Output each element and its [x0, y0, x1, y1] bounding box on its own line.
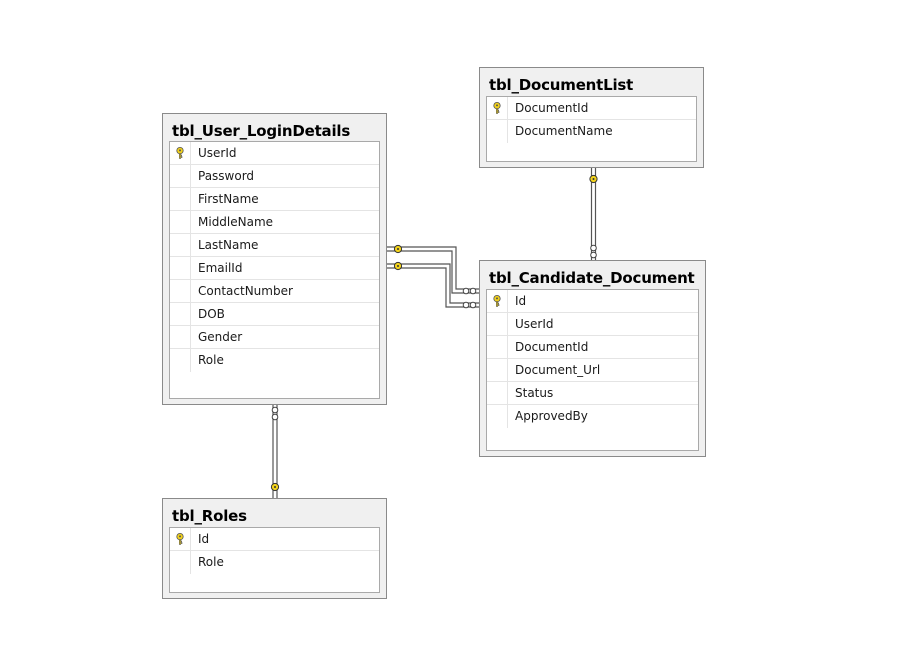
column-name: Gender: [198, 330, 243, 344]
row-selector: [170, 234, 191, 256]
row-selector: [170, 551, 191, 574]
primary-key-icon: [176, 147, 184, 159]
column-name: ContactNumber: [198, 284, 293, 298]
column-name: UserId: [515, 317, 554, 331]
column-name: EmailId: [198, 261, 243, 275]
row-selector: [487, 97, 508, 119]
column-name: Role: [198, 353, 224, 367]
column-name: DocumentId: [515, 340, 589, 354]
column-row[interactable]: DOB: [170, 303, 379, 326]
column-name: Status: [515, 386, 554, 400]
column-name: Id: [198, 532, 210, 546]
row-selector: [487, 405, 508, 428]
row-selector: [170, 188, 191, 210]
row-selector: [170, 349, 191, 372]
many-end-marker: [590, 244, 597, 252]
row-selector: [170, 280, 191, 302]
column-row[interactable]: DocumentName: [487, 120, 696, 143]
table-title: tbl_DocumentList: [489, 76, 634, 94]
many-end-marker: [462, 287, 470, 295]
primary-key-icon: [176, 533, 184, 545]
column-name: LastName: [198, 238, 259, 252]
row-selector: [487, 359, 508, 381]
column-row[interactable]: Role: [170, 349, 379, 372]
column-name: FirstName: [198, 192, 259, 206]
column-name: Document_Url: [515, 363, 601, 377]
row-selector: [170, 528, 191, 550]
column-row[interactable]: DocumentId: [487, 97, 696, 120]
column-row[interactable]: EmailId: [170, 257, 379, 280]
column-row[interactable]: Role: [170, 551, 379, 574]
primary-key-icon: [493, 102, 501, 114]
column-row[interactable]: MiddleName: [170, 211, 379, 234]
column-name: Id: [515, 294, 527, 308]
column-row[interactable]: Id: [170, 528, 379, 551]
column-row[interactable]: Status: [487, 382, 698, 405]
column-name: Role: [198, 555, 224, 569]
row-selector: [487, 382, 508, 404]
column-row[interactable]: Id: [487, 290, 698, 313]
link-user-candidate-userid: [387, 244, 479, 295]
column-row[interactable]: DocumentId: [487, 336, 698, 359]
row-selector: [170, 303, 191, 325]
row-selector: [170, 326, 191, 348]
column-name: UserId: [198, 146, 237, 160]
column-row[interactable]: FirstName: [170, 188, 379, 211]
many-end-marker: [271, 406, 279, 414]
link-roles-user: [270, 405, 280, 498]
many-end-marker: [462, 301, 470, 309]
row-selector: [170, 142, 191, 164]
column-name: MiddleName: [198, 215, 274, 229]
column-row[interactable]: Document_Url: [487, 359, 698, 382]
primary-key-icon: [493, 295, 501, 307]
column-row[interactable]: Gender: [170, 326, 379, 349]
column-row[interactable]: Password: [170, 165, 379, 188]
column-row[interactable]: UserId: [487, 313, 698, 336]
row-selector: [487, 290, 508, 312]
row-selector: [170, 165, 191, 187]
column-name: ApprovedBy: [515, 409, 588, 423]
column-name: DocumentName: [515, 124, 613, 138]
column-row[interactable]: LastName: [170, 234, 379, 257]
link-user-candidate-approvedby: [387, 261, 479, 309]
column-name: Password: [198, 169, 255, 183]
column-name: DOB: [198, 307, 225, 321]
column-row[interactable]: UserId: [170, 142, 379, 165]
table-title: tbl_Candidate_Document: [489, 269, 695, 287]
row-selector: [170, 257, 191, 279]
column-row[interactable]: ApprovedBy: [487, 405, 698, 428]
table-title: tbl_Roles: [172, 507, 247, 525]
row-selector: [487, 313, 508, 335]
column-name: DocumentId: [515, 101, 589, 115]
link-documentlist-candidate: [589, 168, 598, 261]
column-row[interactable]: ContactNumber: [170, 280, 379, 303]
row-selector: [487, 120, 508, 143]
row-selector: [487, 336, 508, 358]
row-selector: [170, 211, 191, 233]
table-title: tbl_User_LoginDetails: [172, 122, 351, 140]
